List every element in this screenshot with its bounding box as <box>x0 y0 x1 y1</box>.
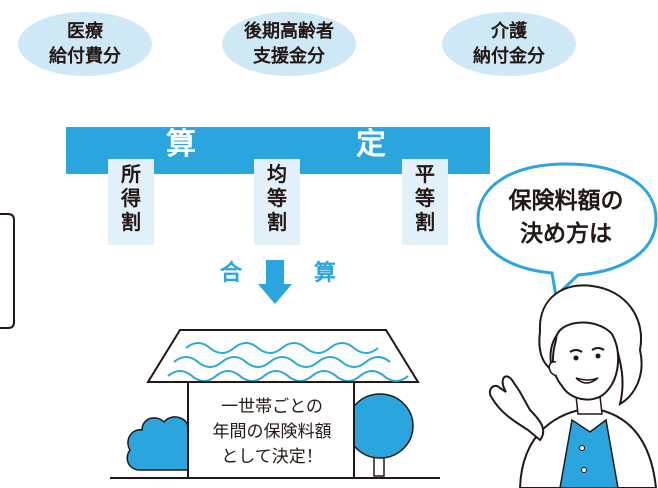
category-pill-medical: 医療 給付費分 <box>18 12 152 76</box>
bush-shape <box>126 416 191 471</box>
category-pill-nursing-care: 介護 納付金分 <box>442 12 576 76</box>
woman-illustration <box>488 284 658 488</box>
merge-label-char: 合 <box>220 261 243 286</box>
house-result-text: 一世帯ごとの 年間の保険料額 として決定！ <box>212 397 332 467</box>
calculation-bar-char: 算 <box>166 127 196 162</box>
down-arrow-icon <box>258 260 292 304</box>
factor-label-per-capita: 均等割 <box>267 162 287 234</box>
factor-column-per-capita <box>254 159 300 245</box>
house-shape <box>110 329 440 479</box>
left-edge-frame <box>0 213 15 329</box>
factor-label-flat: 平等割 <box>415 162 435 234</box>
tree-shape <box>346 393 414 477</box>
speech-bubble-text: 保険料額の 決め方は <box>508 188 624 247</box>
factor-column-flat <box>402 159 448 245</box>
factor-label-income: 所得割 <box>121 162 141 234</box>
merge-label-char: 算 <box>314 261 337 286</box>
category-pill-elderly-support: 後期高齢者 支援金分 <box>222 12 356 76</box>
factor-column-income <box>108 159 154 245</box>
calculation-bar-char: 定 <box>356 127 386 162</box>
